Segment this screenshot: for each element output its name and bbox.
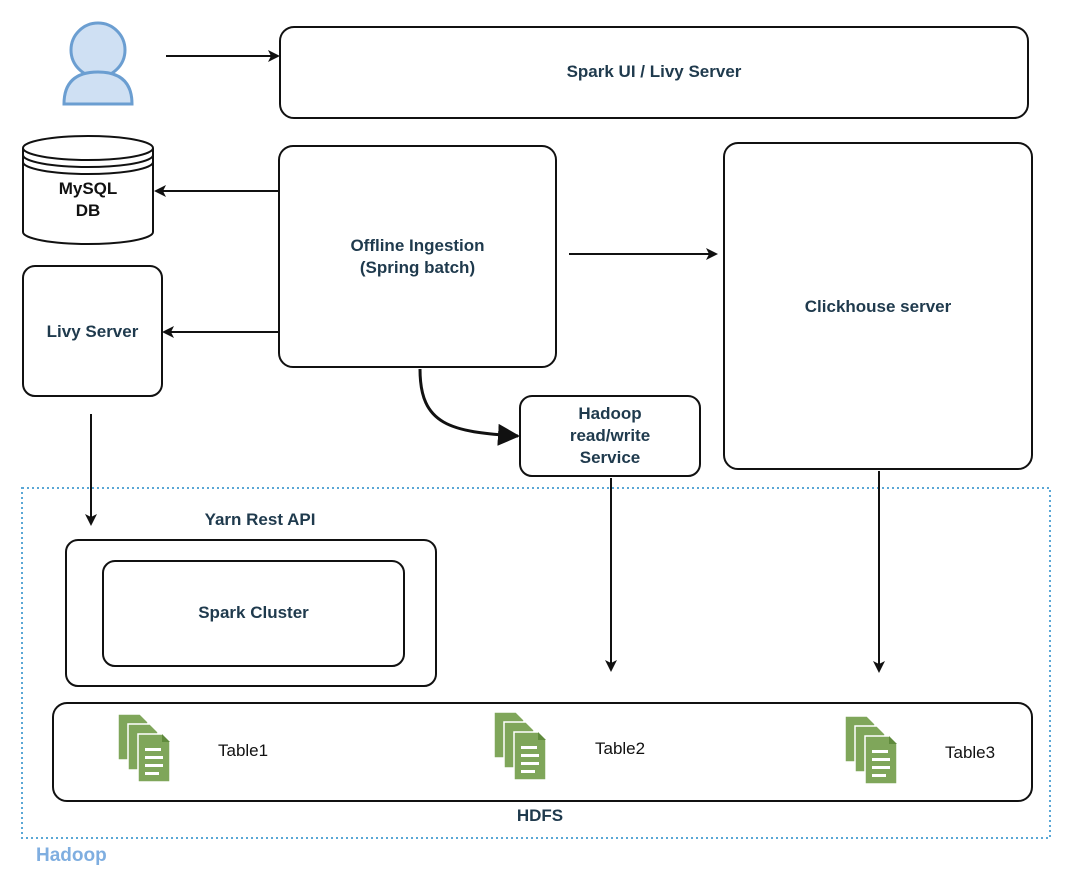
mysql-label: MySQL DB [23, 178, 153, 222]
hdfs-label: HDFS [516, 806, 564, 825]
spark-ui-label: Spark UI / Livy Server [566, 62, 742, 81]
clickhouse-label: Clickhouse server [804, 297, 952, 316]
hadoop-rw-line3: Service [579, 448, 641, 467]
hadoop-rw-line2: read/write [569, 426, 651, 445]
offline-ingestion-line1: Offline Ingestion [350, 236, 485, 255]
user-icon [62, 21, 134, 106]
spark-cluster-box [102, 560, 405, 667]
hadoop-rw-line1: Hadoop [578, 404, 642, 423]
offline-ingestion-box [278, 145, 557, 368]
clickhouse-box [723, 142, 1033, 470]
hadoop-rw-box [519, 395, 701, 477]
table-label: Table2 [595, 739, 646, 758]
livy-server-label: Livy Server [46, 322, 139, 341]
database-icon [22, 135, 154, 245]
mysql-label-line2: DB [75, 201, 101, 220]
offline-ingestion-label: Offline Ingestion (Spring batch) [279, 235, 556, 279]
yarn-label: Yarn Rest API [204, 510, 316, 529]
hadoop-label: Hadoop [36, 845, 107, 866]
spark-cluster-label: Spark Cluster [198, 603, 309, 622]
arrow-ingestion-to-hadoop-rw [418, 368, 520, 446]
mysql-label-line1: MySQL [58, 179, 118, 198]
spark-ui-box [279, 26, 1029, 119]
hadoop-container [21, 487, 1051, 839]
hadoop-rw-label: Hadoop read/write Service [520, 403, 700, 469]
table-label: Table1 [218, 741, 269, 760]
table-label: Table3 [945, 743, 996, 762]
offline-ingestion-line2: (Spring batch) [359, 258, 476, 277]
